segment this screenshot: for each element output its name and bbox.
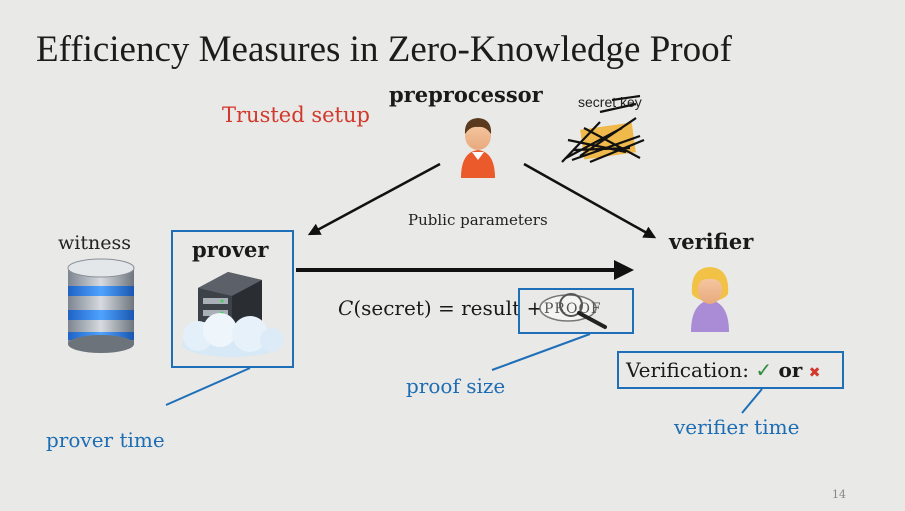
equation-c: C [338, 296, 354, 320]
prover-time-connector [165, 367, 251, 406]
database-icon [67, 258, 135, 353]
proof-stamp-text: PROOF [544, 301, 602, 317]
proof-stamp-icon: PROOF [539, 293, 607, 329]
page-number: 14 [832, 488, 846, 501]
prover-box [171, 230, 294, 368]
verifier-label: verifier [669, 229, 754, 254]
verification-or: or [778, 358, 803, 382]
slide-title: Efficiency Measures in Zero-Knowledge Pr… [36, 29, 732, 70]
proof-size-connector [491, 333, 591, 371]
verifier-time-connector [741, 388, 763, 414]
equation-rest: (secret) = result + [353, 296, 544, 320]
arrow-preprocessor-to-verifier [523, 162, 657, 239]
trusted-setup-label: Trusted setup [222, 103, 370, 127]
prover-time-label: prover time [46, 428, 165, 452]
verification-label: Verification: [626, 358, 749, 382]
preprocessor-label: preprocessor [389, 82, 543, 107]
cross-icon: ✖ [808, 365, 821, 381]
public-parameters-label: Public parameters [408, 211, 548, 229]
server-cloud-icon [182, 272, 284, 357]
arrow-preprocessor-to-prover [307, 162, 441, 236]
verification-box [617, 351, 844, 389]
preprocessor-person-icon [461, 118, 495, 178]
verifier-time-label: verifier time [674, 415, 800, 439]
prover-label: prover [192, 237, 269, 262]
equation: C(secret) = result + [338, 296, 543, 320]
verification-text: Verification: ✓ or ✖ [626, 358, 820, 382]
verifier-person-icon [691, 267, 729, 332]
witness-label: witness [58, 232, 131, 254]
check-icon: ✓ [755, 358, 773, 382]
proof-size-label: proof size [406, 374, 506, 398]
proof-box [518, 288, 634, 334]
secret-key-scribble-icon [561, 94, 645, 164]
